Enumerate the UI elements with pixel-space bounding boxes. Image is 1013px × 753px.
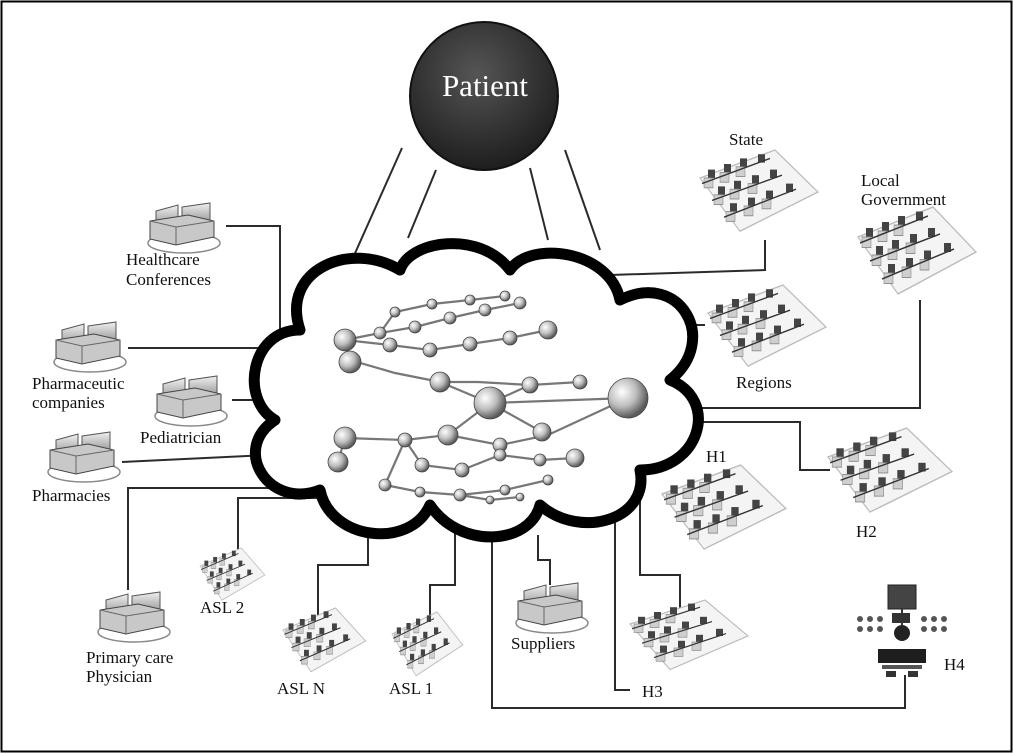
asln-network-icon	[282, 607, 367, 673]
local-government-label-line1: Local	[861, 171, 900, 190]
healthcare-conferences-icon	[147, 202, 221, 254]
pharmaceutic-companies-label-line2: companies	[32, 393, 105, 412]
asln-label: ASL N	[277, 679, 326, 698]
state-label: State	[729, 130, 763, 149]
regions-network-icon	[707, 284, 827, 367]
network-cloud	[248, 238, 704, 543]
h4-hospital-network-icon	[857, 584, 947, 677]
molecule-graphic	[327, 290, 649, 505]
h3-label: H3	[642, 682, 663, 701]
pediatrician-label: Pediatrician	[140, 428, 222, 447]
local-government-label-line2: Government	[861, 190, 946, 209]
h2-network-icon	[827, 427, 953, 513]
patient-node	[409, 21, 559, 171]
pharmaceutic-companies-label-line1: Pharmaceutic	[32, 374, 125, 393]
patient-label: Patient	[441, 68, 529, 103]
h4-label: H4	[944, 655, 965, 674]
primary-care-label-line2: Physician	[86, 667, 153, 686]
pharmaceutic-companies-icon	[53, 321, 127, 373]
h1-network-icon	[661, 464, 787, 550]
pharmacies-label: Pharmacies	[32, 486, 111, 505]
asl1-network-icon	[391, 611, 464, 677]
connection-lines	[121, 147, 921, 709]
pediatrician-icon	[154, 375, 228, 427]
h1-label: H1	[706, 447, 727, 466]
local-government-network-icon	[857, 206, 977, 295]
asl1-label: ASL 1	[389, 679, 434, 698]
h3-network-icon	[629, 599, 749, 671]
primary-care-physician-icon	[97, 591, 171, 643]
suppliers-icon	[515, 582, 589, 634]
regions-label: Regions	[736, 373, 792, 392]
suppliers-label: Suppliers	[511, 634, 576, 653]
healthcare-conferences-label-line2: Conferences	[126, 270, 211, 289]
pharmacies-icon	[47, 431, 121, 483]
healthcare-conferences-label-line1: Healthcare	[126, 250, 200, 269]
primary-care-label-line1: Primary care	[86, 648, 174, 667]
state-network-icon	[699, 149, 819, 232]
asl2-network-icon	[199, 547, 266, 601]
asl2-label: ASL 2	[200, 598, 245, 617]
h2-label: H2	[856, 522, 877, 541]
